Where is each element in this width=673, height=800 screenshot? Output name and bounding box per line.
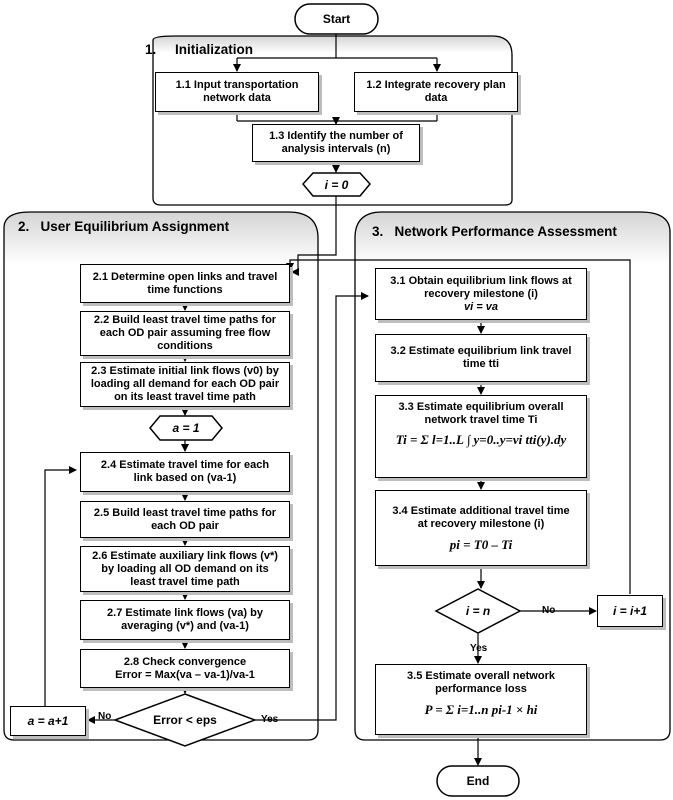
step-2-5-line-1: 2.5 Build least travel time paths for xyxy=(93,506,277,519)
no-label-left: No xyxy=(98,711,112,722)
step-2-4-line-1: 2.4 Estimate travel time for each xyxy=(100,459,270,471)
step-3-5-line-2: performance loss xyxy=(435,683,527,695)
step-2-1-box: 2.1 Determine open links and travel time… xyxy=(80,264,290,303)
step-3-1-line-2: recovery milestone (i) xyxy=(424,287,538,300)
a-equals-1-label: a = 1 xyxy=(172,421,200,435)
step-2-3-box: 2.3 Estimate initial link flows (v0) by … xyxy=(80,362,290,407)
step-2-1-line-2: time functions xyxy=(147,283,223,296)
step-2-8-line-2: Error = Max(va – va-1)/va-1 xyxy=(115,668,255,681)
step-3-5-formula: P = Σ i=1..n pi-1 × hi xyxy=(424,702,538,717)
step-1-2-line-2: data xyxy=(424,92,448,104)
step-3-5-box: 3.5 Estimate overall network performance… xyxy=(375,664,587,735)
step-3-3-line-1: 3.3 Estimate equilibrium overall xyxy=(398,401,564,413)
step-3-1-line-3: vi = va xyxy=(464,300,498,313)
i-equals-n-label: i = n xyxy=(465,604,491,618)
step-3-1-box: 3.1 Obtain equilibrium link flows at rec… xyxy=(375,268,587,320)
step-3-5-line-1: 3.5 Estimate overall network xyxy=(407,670,555,682)
section-1-title: 1. Initialization xyxy=(145,42,253,57)
step-1-3-line-2: analysis intervals (n) xyxy=(281,143,391,155)
step-2-5-box: 2.5 Build least travel time paths for ea… xyxy=(80,501,290,538)
step-1-1-line-1: 1.1 Input transportation xyxy=(175,79,299,91)
yes-label-bottom: Yes xyxy=(261,714,279,725)
step-2-3-line-2: loading all demand for each OD pair xyxy=(90,378,280,390)
step-3-4-formula: pi = T0 – Ti xyxy=(449,537,513,552)
step-2-7-line-2: averaging (v*) and (va-1) xyxy=(121,620,249,632)
step-3-2-box: 3.2 Estimate equilibrium link travel tim… xyxy=(375,334,587,382)
step-3-3-formula: Ti = Σ l=1..L ∫ y=0..y=vi tti(y).dy xyxy=(395,432,567,447)
step-3-4-box: 3.4 Estimate additional travel time at r… xyxy=(375,490,587,566)
section-2-number: 2. xyxy=(18,219,30,234)
error-less-than-eps-decision xyxy=(112,693,258,747)
step-2-8-box: 2.8 Check convergence Error = Max(va – v… xyxy=(80,649,290,688)
step-3-2-line-1: 3.2 Estimate equilibrium link travel xyxy=(390,345,572,357)
a-equals-1-node xyxy=(149,415,223,441)
step-2-6-line-3: least travel time path xyxy=(130,575,240,588)
step-1-1-box: 1.1 Input transportation network data xyxy=(155,72,319,112)
step-2-6-line-1: 2.6 Estimate auxiliary link flows (v*) xyxy=(92,549,278,562)
step-3-3-box: 3.3 Estimate equilibrium overall network… xyxy=(375,395,587,478)
step-3-3-line-2: network travel time Ti xyxy=(424,414,538,426)
step-2-2-box: 2.2 Build least travel time paths for ea… xyxy=(80,311,290,356)
section-2-name: User Equilibrium Assignment xyxy=(40,219,230,234)
step-2-2-line-3: conditions xyxy=(157,340,213,352)
no-label-right: No xyxy=(542,605,556,616)
end-label: End xyxy=(466,774,490,788)
step-2-4-box: 2.4 Estimate travel time for each link b… xyxy=(80,452,290,492)
start-label: Start xyxy=(322,12,351,26)
i-equals-0-label: i = 0 xyxy=(324,177,349,192)
step-2-3-line-3: on its least travel time path xyxy=(114,391,256,403)
step-2-4-line-2: link based on (va-1) xyxy=(133,472,237,484)
i-equals-0-node xyxy=(302,172,371,197)
step-2-1-line-1: 2.1 Determine open links and travel xyxy=(92,270,278,283)
step-1-3-line-1: 1.3 Identify the number of xyxy=(269,130,403,142)
step-2-2-line-1: 2.2 Build least travel time paths for xyxy=(93,314,277,326)
step-2-6-box: 2.6 Estimate auxiliary link flows (v*) b… xyxy=(80,546,290,592)
step-2-7-box: 2.7 Estimate link flows (va) by averagin… xyxy=(80,600,290,640)
a-increment-box: a = a+1 xyxy=(10,706,86,736)
step-1-1-line-2: network data xyxy=(203,92,271,104)
step-3-4-line-1: 3.4 Estimate additional travel time xyxy=(392,505,570,517)
step-3-4-line-2: at recovery milestone (i) xyxy=(417,518,545,530)
step-2-7-line-1: 2.7 Estimate link flows (va) by xyxy=(107,607,263,619)
step-1-3-box: 1.3 Identify the number of analysis inte… xyxy=(252,124,420,162)
step-1-2-line-1: 1.2 Integrate recovery plan xyxy=(366,79,506,91)
section-3-name: Network Performance Assessment xyxy=(394,224,617,239)
step-2-6-line-2: by loading all OD demand on its xyxy=(101,562,269,575)
section-2-title: 2. User Equilibrium Assignment xyxy=(18,219,229,234)
section-3-title: 3. Network Performance Assessment xyxy=(372,224,617,239)
step-2-2-line-2: each OD pair assuming free flow xyxy=(99,327,271,339)
section-1-name: Initialization xyxy=(175,42,254,57)
end-terminator xyxy=(436,765,520,797)
section-3-number: 3. xyxy=(372,224,384,239)
i-increment-box: i = i+1 xyxy=(597,595,663,627)
step-2-5-line-2: each OD pair xyxy=(151,519,219,532)
yes-label-right: Yes xyxy=(470,643,488,654)
step-3-1-line-1: 3.1 Obtain equilibrium link flows at xyxy=(390,274,572,287)
section-1-number: 1. xyxy=(145,42,157,57)
step-3-2-line-2: time tti xyxy=(462,358,500,370)
step-1-2-box: 1.2 Integrate recovery plan data xyxy=(354,72,518,112)
step-2-8-line-1: 2.8 Check convergence xyxy=(123,655,247,668)
step-2-3-line-1: 2.3 Estimate initial link flows (v0) by xyxy=(91,365,279,377)
error-decision-label: Error < eps xyxy=(153,713,217,727)
